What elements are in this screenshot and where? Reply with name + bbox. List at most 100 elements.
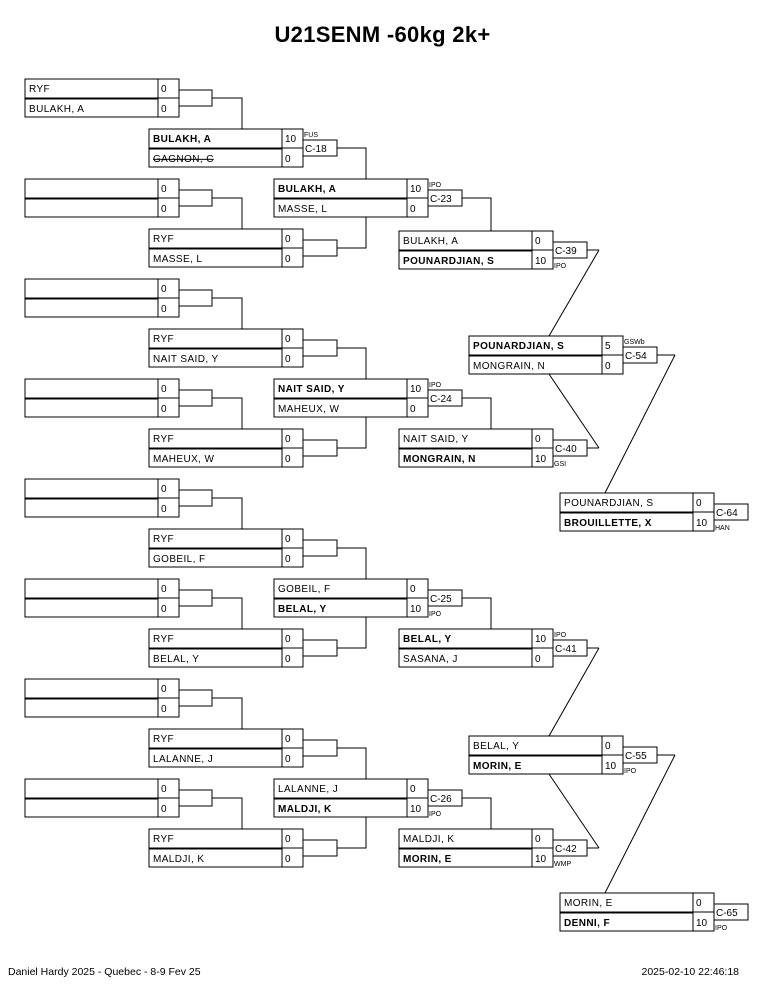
competitor-name: MORIN, E [473,761,522,772]
bracket-connector [462,597,492,629]
match-code-box [713,503,749,521]
competitor-score: 0 [161,284,167,295]
result-label: GSWb [624,339,645,346]
match-code-box [427,389,463,407]
competitor-name: BULAKH, A [278,184,336,195]
bracket-connector [337,347,367,379]
match-box: 00 [24,578,213,618]
bracket-connector [212,297,243,329]
competitor-name: RYF [153,534,174,545]
match-code-box [178,89,213,107]
match-code: C-39 [555,246,577,257]
competitor-score: 0 [161,584,167,595]
result-label: IPO [554,632,567,639]
competitor-name: MASSE, L [278,204,327,215]
competitor-name: POUNARDJIAN, S [473,341,564,352]
competitor-score: 0 [161,684,167,695]
bracket-connector [212,397,243,429]
competitor-name: BELAL, Y [403,634,452,645]
competitor-score: 0 [535,236,541,247]
competitor-name: NAIT SAID, Y [153,354,219,365]
bracket-connector [212,197,243,229]
bracket-connector [337,217,367,249]
competitor-score: 0 [161,304,167,315]
competitor-score: 0 [410,784,416,795]
bracket-connector [212,97,243,129]
match-code-box [178,589,213,607]
competitor-name: MONGRAIN, N [473,361,545,372]
competitor-name: SASANA, J [403,654,458,665]
result-label: FUS [304,132,318,139]
competitor-name: LALANNE, J [278,784,338,795]
competitor-score: 0 [696,498,702,509]
match-code-box [178,489,213,507]
match-code-box [427,789,463,807]
competitor-name: MASSE, L [153,254,202,265]
competitor-score: 0 [161,204,167,215]
bracket-connector [337,747,367,779]
competitor-name: BELAL, Y [153,654,199,665]
competitor-name: MAHEUX, W [278,404,340,415]
competitor-score: 0 [161,384,167,395]
match-code-box [427,189,463,207]
competitor-name: MORIN, E [403,854,452,865]
competitor-score: 0 [285,434,291,445]
competitor-score: 0 [410,204,416,215]
match-code-box [713,903,749,921]
competitor-name: RYF [29,84,50,95]
competitor-score: 0 [285,154,291,165]
competitor-score: 0 [285,754,291,765]
competitor-name: POUNARDJIAN, S [564,498,654,509]
competitor-score: 0 [161,104,167,115]
competitor-score: 0 [161,604,167,615]
competitor-score: 10 [410,384,422,395]
competitor-name: MAHEUX, W [153,454,215,465]
match-code-box [302,639,338,657]
result-label: IPO [429,811,442,818]
match-code-box [302,139,338,157]
competitor-score: 0 [535,654,541,665]
match-code: C-23 [430,194,452,205]
result-label: WMP [554,861,571,868]
result-label: IPO [429,611,442,618]
competitor-name: GOBEIL, F [278,584,331,595]
competitor-name: BULAKH, A [153,134,211,145]
match-code-box [178,389,213,407]
competitor-name: BELAL, Y [473,741,519,752]
result-label: IPO [554,263,567,270]
match-code-box [552,241,588,259]
competitor-score: 5 [605,341,611,352]
competitor-score: 10 [696,918,708,929]
result-label: IPO [715,925,728,932]
bracket-connector [212,497,243,529]
competitor-score: 0 [605,361,611,372]
match-code-box [552,839,588,857]
competitor-score: 0 [285,834,291,845]
match-code: C-55 [625,751,647,762]
competitor-score: 10 [535,634,547,645]
page-title: U21SENM -60kg 2k+ [274,22,491,47]
match-box: 00 [24,178,213,218]
bracket-connector [337,617,367,649]
match-code: C-18 [305,144,327,155]
competitor-name: RYF [153,234,174,245]
match-code: C-24 [430,394,452,405]
competitor-score: 0 [535,834,541,845]
match-box: 00 [24,678,213,718]
competitor-name: RYF [153,434,174,445]
match-code-box [302,239,338,257]
competitor-name: BULAKH, A [403,236,458,247]
competitor-name: BELAL, Y [278,604,327,615]
competitor-score: 10 [535,854,547,865]
match-code-box [427,589,463,607]
match-box: 00 [24,278,213,318]
competitor-score: 0 [285,854,291,865]
